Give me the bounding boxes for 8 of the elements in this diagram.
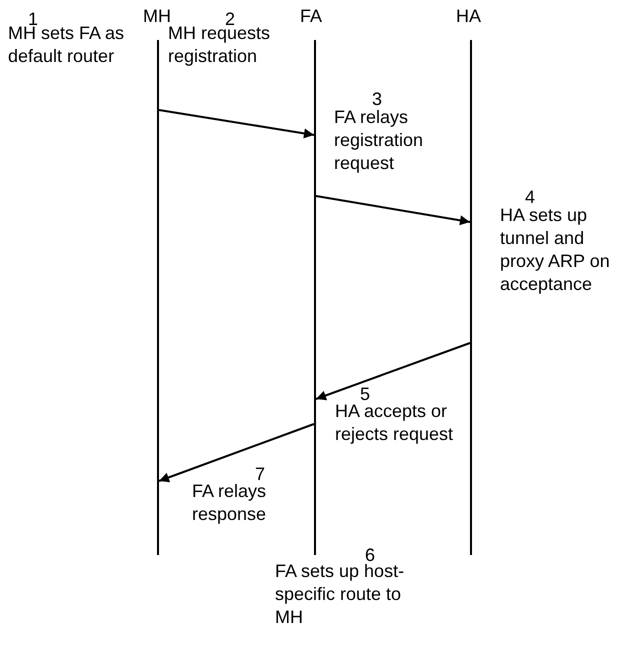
step-number: 2 [225,8,236,29]
message-arrow [316,342,470,400]
lifeline-heading: HA [456,6,482,27]
lifeline-heading: MH [143,6,171,26]
message-arrow [158,423,314,482]
lifeline-heading: FA [300,6,322,27]
message-arrow [158,109,314,138]
message-arrow [316,195,470,226]
